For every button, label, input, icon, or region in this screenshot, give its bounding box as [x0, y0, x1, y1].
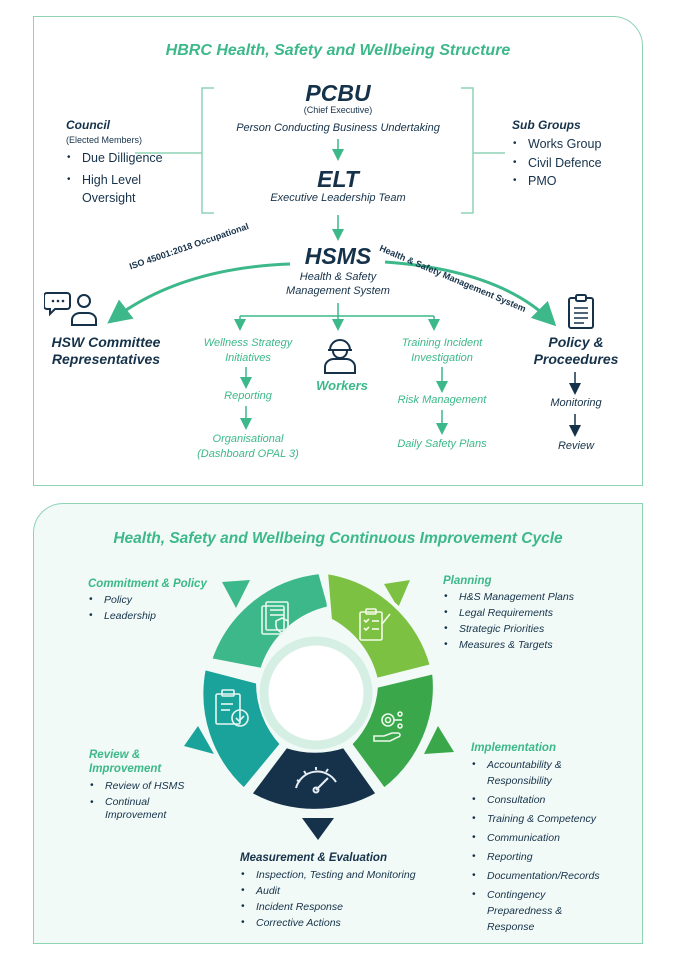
pcbu-subtitle: (Chief Executive) — [303, 105, 373, 115]
implementation-list: Accountability & Responsibility Consulta… — [471, 757, 621, 935]
commitment-title: Commitment & Policy — [88, 578, 207, 590]
hsms-title: HSMS — [304, 243, 372, 269]
hsw-committee-line: Representatives — [51, 351, 161, 367]
training-heading-line: Training Incident — [401, 337, 483, 349]
wellness-organisational: Organisational (Dashboard OPAL 3) — [176, 432, 320, 462]
measurement-item: Incident Response — [240, 899, 440, 915]
implementation-title: Implementation — [471, 742, 556, 754]
measurement-block: Measurement & Evaluation Inspection, Tes… — [240, 852, 440, 931]
sub-groups-title: Sub Groups — [512, 118, 581, 132]
cycle-title: Health, Safety and Wellbeing Continuous … — [113, 530, 563, 547]
hsw-committee-line: HSW Committee — [51, 334, 161, 350]
review-title-line: Improvement — [89, 763, 162, 775]
policy-line: Policy & — [548, 334, 604, 350]
commitment-block: Commitment & Policy Policy Leadership — [88, 578, 228, 624]
implementation-item: Accountability & Responsibility — [471, 757, 571, 789]
planning-item: Legal Requirements — [443, 605, 613, 621]
pcbu-description: Person Conducting Business Undertaking — [236, 122, 440, 134]
council-item: Due Dilligence — [66, 149, 196, 168]
implementation-item: Consultation — [471, 792, 621, 808]
planning-item: Measures & Targets — [443, 637, 613, 653]
implementation-item: Communication — [471, 830, 621, 846]
policy-label: Policy & Proceedures — [520, 334, 632, 368]
chat-people-icon — [43, 290, 102, 333]
review-list: Review of HSMS Continual Improvement — [89, 778, 199, 822]
council-subtitle: (Elected Members) — [66, 135, 143, 145]
commitment-list: Policy Leadership — [88, 592, 228, 624]
workers-label: Workers — [316, 378, 368, 393]
hsw-committee-label: HSW Committee Representatives — [36, 334, 176, 368]
pcbu-title: PCBU — [305, 80, 371, 106]
review-item: Continual Improvement — [89, 796, 179, 822]
policy-review: Review — [557, 440, 595, 452]
wellness-reporting: Reporting — [224, 390, 272, 402]
planning-item: Strategic Priorities — [443, 621, 613, 637]
council-list: Due Dilligence High Level Oversight — [66, 149, 196, 208]
council-block: Council (Elected Members) Due Dilligence… — [66, 118, 196, 208]
council-item: High Level Oversight — [66, 171, 196, 208]
structure-panel — [33, 16, 643, 486]
review-block: Review & Improvement Review of HSMS Cont… — [89, 748, 199, 822]
wellness-heading: Wellness Strategy Initiatives — [176, 336, 320, 366]
planning-list: H&S Management Plans Legal Requirements … — [443, 589, 613, 653]
wellness-organisational-line: Organisational — [212, 433, 284, 445]
planning-title: Planning — [443, 575, 492, 587]
sub-groups-item: Civil Defence — [512, 154, 632, 173]
implementation-block: Implementation Accountability & Responsi… — [471, 742, 621, 935]
measurement-list: Inspection, Testing and Monitoring Audit… — [240, 867, 440, 931]
sub-groups-list: Works Group Civil Defence PMO — [512, 135, 632, 191]
elt-description: Executive Leadership Team — [270, 192, 406, 204]
measurement-item: Inspection, Testing and Monitoring — [240, 867, 440, 883]
review-item: Review of HSMS — [89, 778, 199, 794]
planning-block: Planning H&S Management Plans Legal Requ… — [443, 575, 613, 653]
worker-icon — [322, 336, 358, 379]
measurement-title: Measurement & Evaluation — [240, 852, 387, 864]
implementation-item: Reporting — [471, 849, 621, 865]
training-heading: Training Incident Investigation — [370, 336, 514, 366]
implementation-item: Training & Competency — [471, 811, 621, 827]
sub-groups-block: Sub Groups Works Group Civil Defence PMO — [512, 118, 632, 191]
hsms-description: Health & Safety Management System — [248, 270, 428, 298]
training-daily: Daily Safety Plans — [397, 438, 487, 450]
commitment-item: Policy — [88, 592, 228, 608]
training-heading-line: Investigation — [411, 352, 473, 364]
review-title: Review & Improvement — [89, 748, 199, 776]
council-title: Council — [66, 118, 110, 132]
policy-line: Proceedures — [533, 351, 619, 367]
implementation-item: Documentation/Records — [471, 868, 621, 884]
wellness-heading-line: Wellness Strategy — [203, 337, 293, 349]
hsms-description-line: Management System — [286, 285, 390, 297]
wellness-organisational-line: (Dashboard OPAL 3) — [197, 448, 299, 460]
hsms-description-line: Health & Safety — [299, 271, 377, 283]
review-title-line: Review & — [89, 749, 141, 761]
implementation-item: Contingency Preparedness & Response — [471, 887, 605, 935]
clipboard-icon — [566, 294, 596, 335]
policy-monitoring: Monitoring — [550, 397, 602, 409]
training-risk: Risk Management — [397, 394, 487, 406]
planning-item: H&S Management Plans — [443, 589, 613, 605]
wellness-heading-line: Initiatives — [225, 352, 271, 364]
measurement-item: Corrective Actions — [240, 915, 440, 931]
sub-groups-item: PMO — [512, 172, 632, 191]
measurement-item: Audit — [240, 883, 440, 899]
structure-title: HBRC Health, Safety and Wellbeing Struct… — [165, 42, 511, 59]
commitment-item: Leadership — [88, 608, 228, 624]
sub-groups-item: Works Group — [512, 135, 632, 154]
elt-title: ELT — [317, 166, 359, 192]
